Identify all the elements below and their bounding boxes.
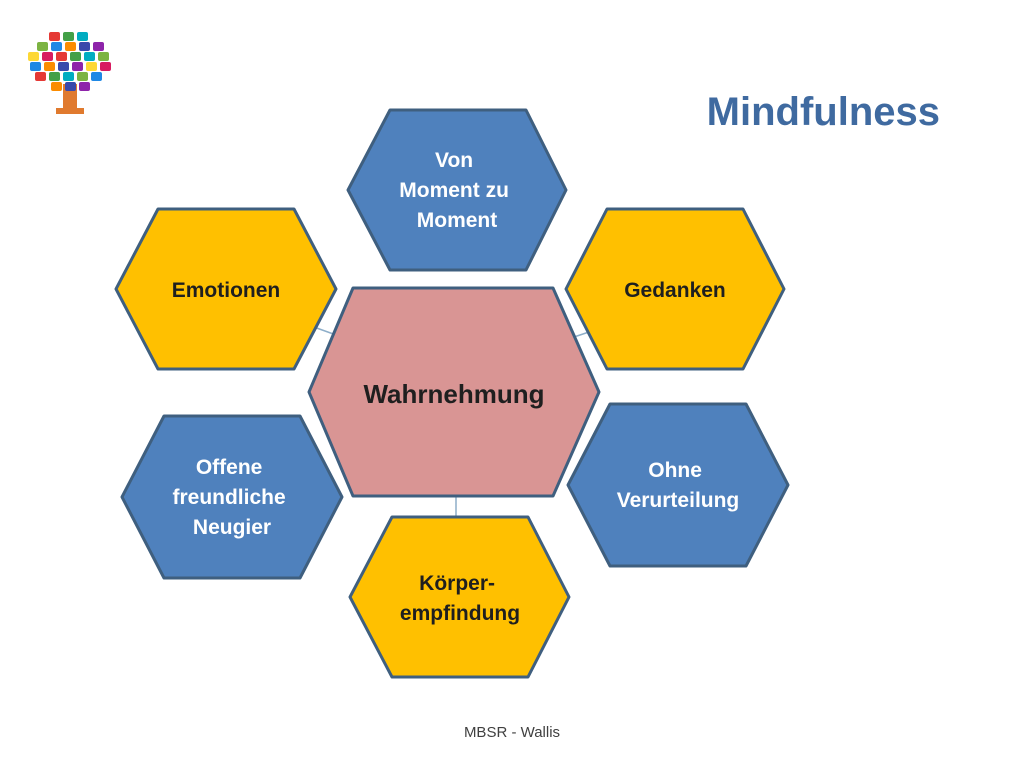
hexagon-ohne-verurteilung: Ohne Verurteilung <box>566 402 790 568</box>
logo-tile <box>44 62 55 71</box>
logo-tile <box>30 62 41 71</box>
hexagon-label: Von Moment zu Moment <box>399 149 515 232</box>
logo-tile <box>35 72 46 81</box>
logo-tile <box>91 72 102 81</box>
logo-tile <box>49 32 60 41</box>
logo-tile <box>51 82 62 91</box>
center-label: Wahrnehmung <box>363 379 544 409</box>
logo-tile <box>79 42 90 51</box>
logo-tile <box>49 72 60 81</box>
logo-tile <box>65 82 76 91</box>
tree-logo-icon <box>28 32 111 114</box>
hexagon-label: Emotionen <box>172 279 281 302</box>
slide-title: Mindfulness <box>706 90 940 134</box>
logo-tile <box>65 42 76 51</box>
hexagon-label: Offene freundliche Neugier <box>172 456 291 539</box>
logo-tile <box>86 62 97 71</box>
logo-tile <box>100 62 111 71</box>
logo-tile <box>28 52 39 61</box>
hexagon-koerper-empfindung: Körper- empfindung <box>348 515 571 679</box>
logo-tile <box>56 52 67 61</box>
logo-tile <box>58 62 69 71</box>
logo-tile <box>42 52 53 61</box>
hexagon-von-moment-zu-moment: Von Moment zu Moment <box>346 108 568 272</box>
logo-tile <box>77 32 88 41</box>
logo-tile <box>84 52 95 61</box>
logo-tile <box>63 72 74 81</box>
logo-tile <box>98 52 109 61</box>
logo-tile <box>37 42 48 51</box>
logo-tile <box>77 72 88 81</box>
hexagon-label: Körper- empfindung <box>400 572 520 625</box>
logo-tile <box>51 42 62 51</box>
logo-tile <box>79 82 90 91</box>
logo-tile <box>63 32 74 41</box>
hexagon-offene-freundliche-neugier: Offene freundliche Neugier <box>120 414 344 580</box>
logo-tile <box>70 52 81 61</box>
hexagon-gedanken: Gedanken <box>564 207 786 371</box>
logo-tile <box>93 42 104 51</box>
logo-tile <box>72 62 83 71</box>
slide-footer: MBSR - Wallis <box>463 724 561 741</box>
hexagon-emotionen: Emotionen <box>114 207 338 371</box>
hexagon-label: Gedanken <box>624 279 726 302</box>
hexagon-label: Ohne Verurteilung <box>617 459 740 512</box>
hexagon-wahrnehmung: Wahrnehmung <box>307 286 601 498</box>
